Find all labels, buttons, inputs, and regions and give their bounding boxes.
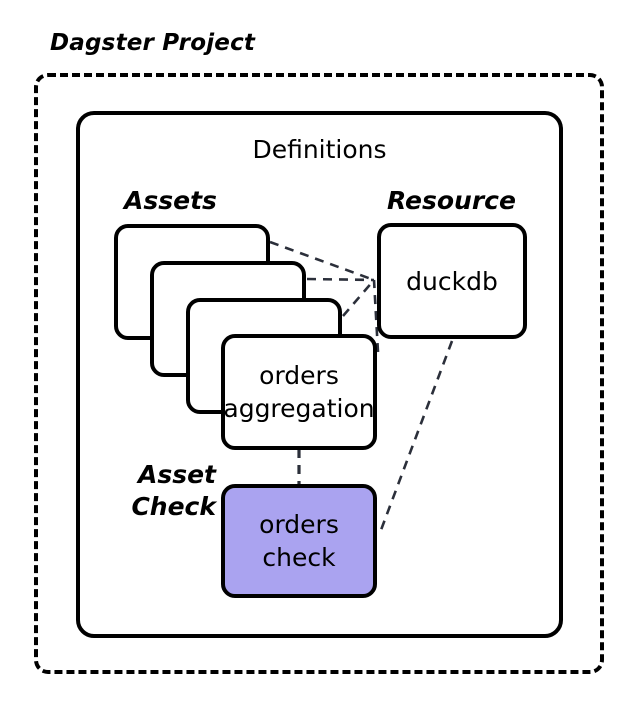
asset-check-node-orders-check-label: orders check [259,510,339,572]
project-boundary [34,73,604,674]
resource-group-label: Resource [387,186,516,215]
asset-node-orders-aggregation[interactable]: orders aggregation [221,334,377,450]
asset-node-orders-aggregation-label: orders aggregation [223,361,375,423]
asset-check-node-orders-check[interactable]: orders check [221,484,377,598]
project-title: Dagster Project [50,30,256,56]
asset-check-group-label-line1: Asset [137,460,216,489]
assets-group-label: Assets [124,186,217,215]
resource-node-duckdb[interactable]: duckdb [377,223,527,339]
asset-check-group-label-line2: Check [131,492,216,521]
definitions-title: Definitions [252,135,387,164]
resource-node-duckdb-label: duckdb [406,266,498,296]
asset-check-group-label: Asset Check [116,459,216,523]
